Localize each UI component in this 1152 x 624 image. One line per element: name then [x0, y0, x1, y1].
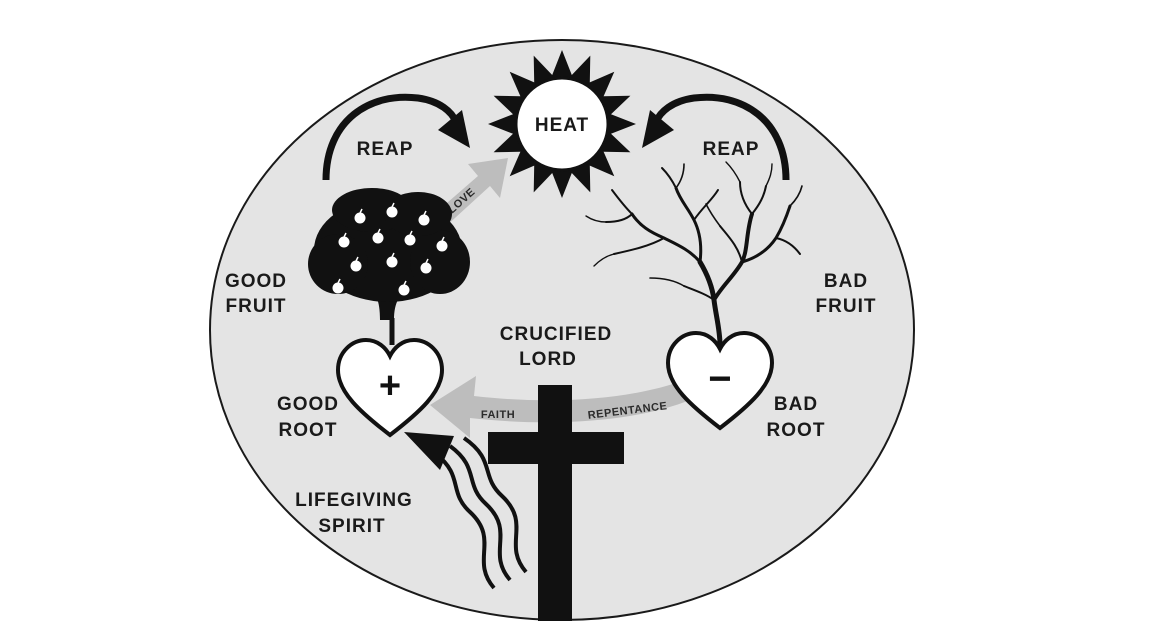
- apple-stem: [391, 202, 395, 208]
- apple-icon: [436, 240, 448, 252]
- sun-icon: [488, 50, 636, 198]
- bad-root-label-line2: ROOT: [767, 420, 826, 441]
- reap-left-arrow: [322, 93, 470, 181]
- apple-icon: [386, 206, 398, 218]
- apple-stem: [391, 252, 395, 258]
- apple-stem: [403, 280, 407, 286]
- spirit-arrowhead: [404, 432, 454, 470]
- good-fruit-label-line1: GOOD: [225, 271, 287, 292]
- faith-label: FAITH: [481, 409, 515, 421]
- bad-fruit-label-line2: FRUIT: [816, 296, 877, 317]
- bad-heart-icon: [665, 330, 775, 431]
- crucified-label-line1: CRUCIFIED: [500, 324, 612, 345]
- minus-symbol: −: [708, 357, 731, 401]
- bad-fruit-label-line1: BAD: [824, 271, 868, 292]
- good-root-label-line2: ROOT: [279, 420, 338, 441]
- apple-stem: [355, 256, 359, 262]
- apple-icon: [420, 262, 432, 274]
- cross-icon: [488, 385, 624, 621]
- apple-icon: [338, 236, 350, 248]
- apple-stem: [343, 232, 347, 238]
- apple-stem: [359, 208, 363, 214]
- apple-icon: [350, 260, 362, 272]
- apple-stem: [441, 236, 445, 242]
- good-fruit-label-line2: FRUIT: [226, 296, 287, 317]
- spirit-wave-icon: [434, 436, 528, 590]
- apple-icon: [386, 256, 398, 268]
- apple-stem: [409, 230, 413, 236]
- reap-right-arrow: [642, 93, 790, 181]
- spirit-label-line1: LIFEGIVING: [295, 490, 413, 511]
- apple-icon: [332, 282, 344, 294]
- apple-stem: [377, 228, 381, 234]
- apple-icon: [418, 214, 430, 226]
- good-tree-icon: [308, 188, 470, 345]
- spirit-label-line2: SPIRIT: [318, 516, 385, 537]
- good-heart-icon: [335, 337, 445, 438]
- apple-icon: [398, 284, 410, 296]
- good-root-label-line1: GOOD: [277, 394, 339, 415]
- apple-icon: [354, 212, 366, 224]
- heat-label: HEAT: [535, 115, 589, 136]
- bad-tree-icon: [585, 161, 803, 348]
- crucified-label-line2: LORD: [519, 349, 577, 370]
- apple-stem: [423, 210, 427, 216]
- apple-icon: [404, 234, 416, 246]
- apple-stem: [337, 278, 341, 284]
- bad-root-label-line1: BAD: [774, 394, 818, 415]
- apple-stem: [425, 258, 429, 264]
- apple-icon: [372, 232, 384, 244]
- reap-left-label: REAP: [357, 139, 414, 160]
- reap-right-label: REAP: [703, 139, 760, 160]
- plus-symbol: +: [379, 365, 401, 407]
